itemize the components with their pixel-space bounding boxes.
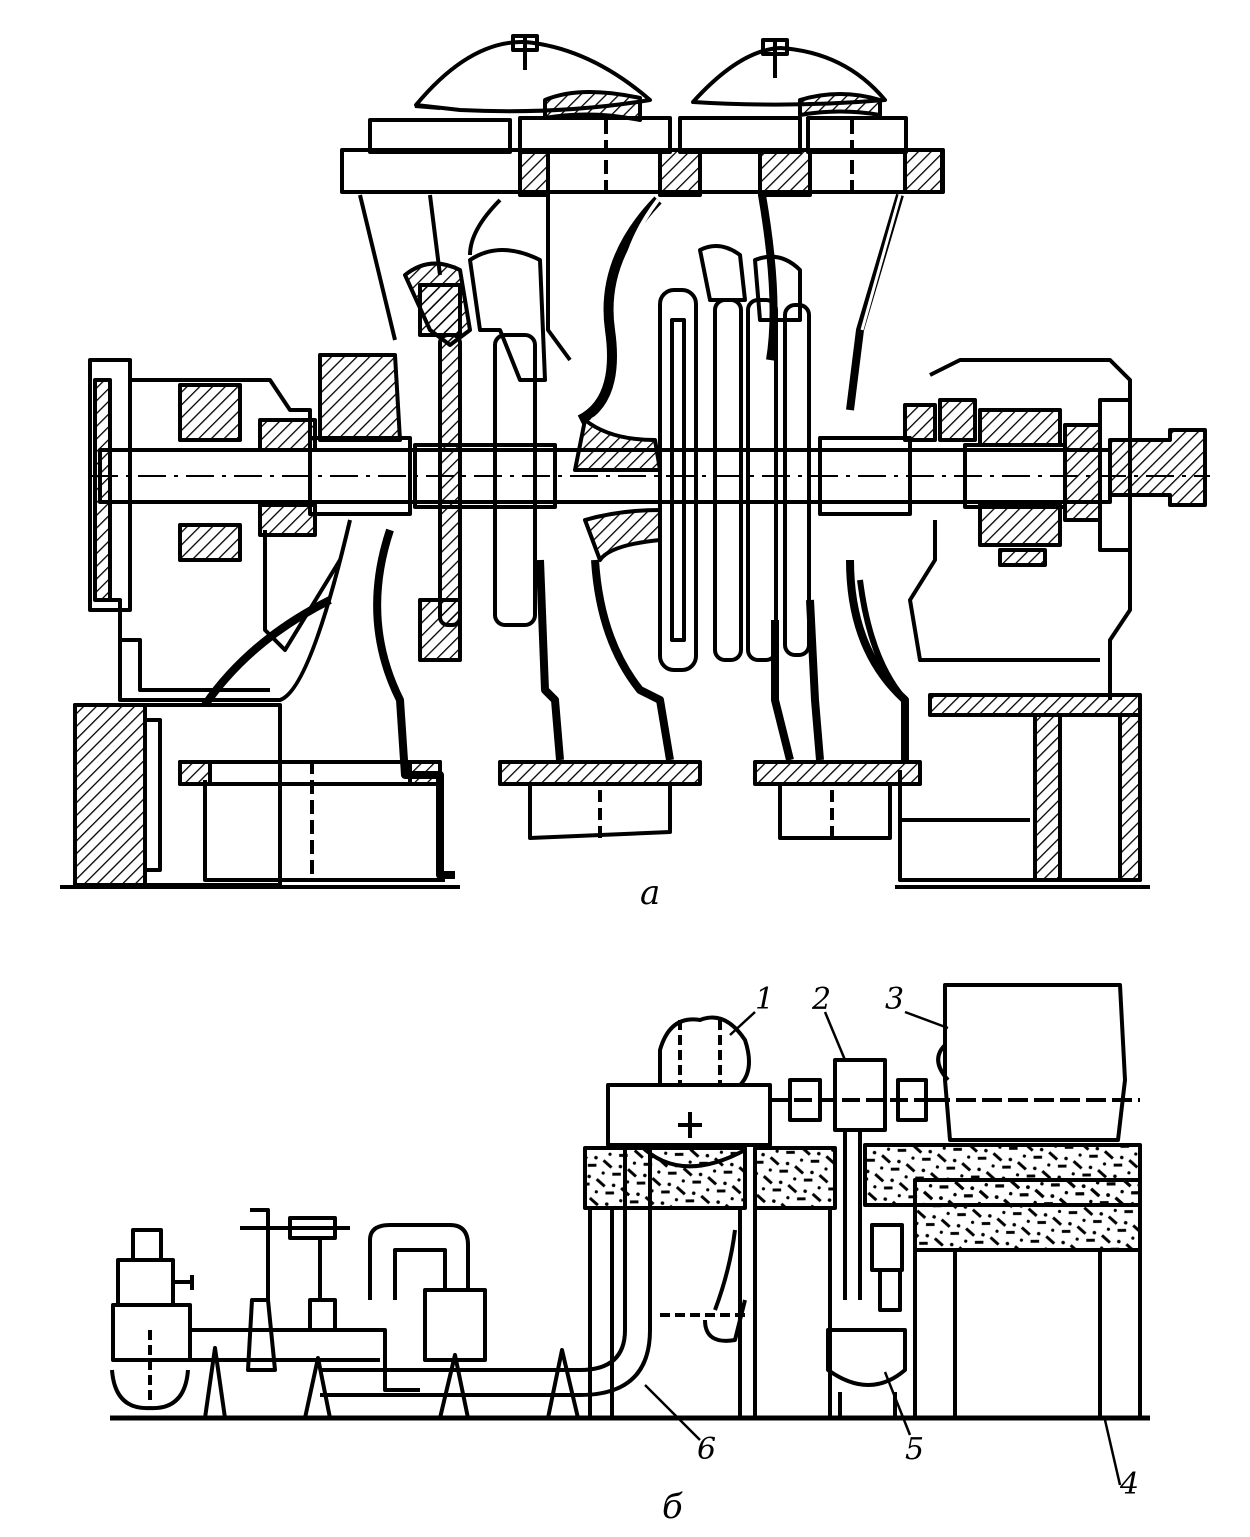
callout-leaders bbox=[644, 1010, 1122, 1486]
callout-2: 2 bbox=[812, 982, 832, 1017]
condensate-pump-5 bbox=[826, 1223, 907, 1418]
turbine-unit-arrangement bbox=[110, 983, 1150, 1486]
callout-5: 5 bbox=[905, 1432, 925, 1467]
exhaust-pipe-6 bbox=[320, 1150, 747, 1397]
foundation-slab bbox=[583, 1143, 1142, 1420]
left-piping-valves bbox=[110, 1208, 487, 1411]
exhaust-dome-right bbox=[691, 38, 887, 117]
exhaust-cone-walls bbox=[358, 193, 904, 425]
lower-casing-legs bbox=[178, 528, 922, 880]
rear-bearing-pedestal bbox=[857, 358, 1150, 889]
pipe-supports bbox=[203, 1346, 580, 1419]
callout-3: 3 bbox=[885, 982, 905, 1017]
generator-3 bbox=[930, 983, 1140, 1142]
callout-6: 6 bbox=[697, 1432, 717, 1467]
coupling-2 bbox=[770, 1058, 940, 1300]
callout-1: 1 bbox=[755, 982, 775, 1017]
figure-b-caption: б bbox=[662, 1487, 683, 1527]
turbine-1 bbox=[606, 1015, 772, 1169]
figure-a-caption: а bbox=[640, 873, 661, 913]
upper-casing-flange bbox=[340, 116, 945, 197]
exhaust-dome-left bbox=[414, 34, 652, 122]
turbine-section-drawing bbox=[60, 34, 1210, 889]
diaphragms bbox=[403, 244, 802, 562]
callout-4: 4 bbox=[1120, 1467, 1140, 1502]
front-bearing-pedestal bbox=[60, 353, 460, 889]
